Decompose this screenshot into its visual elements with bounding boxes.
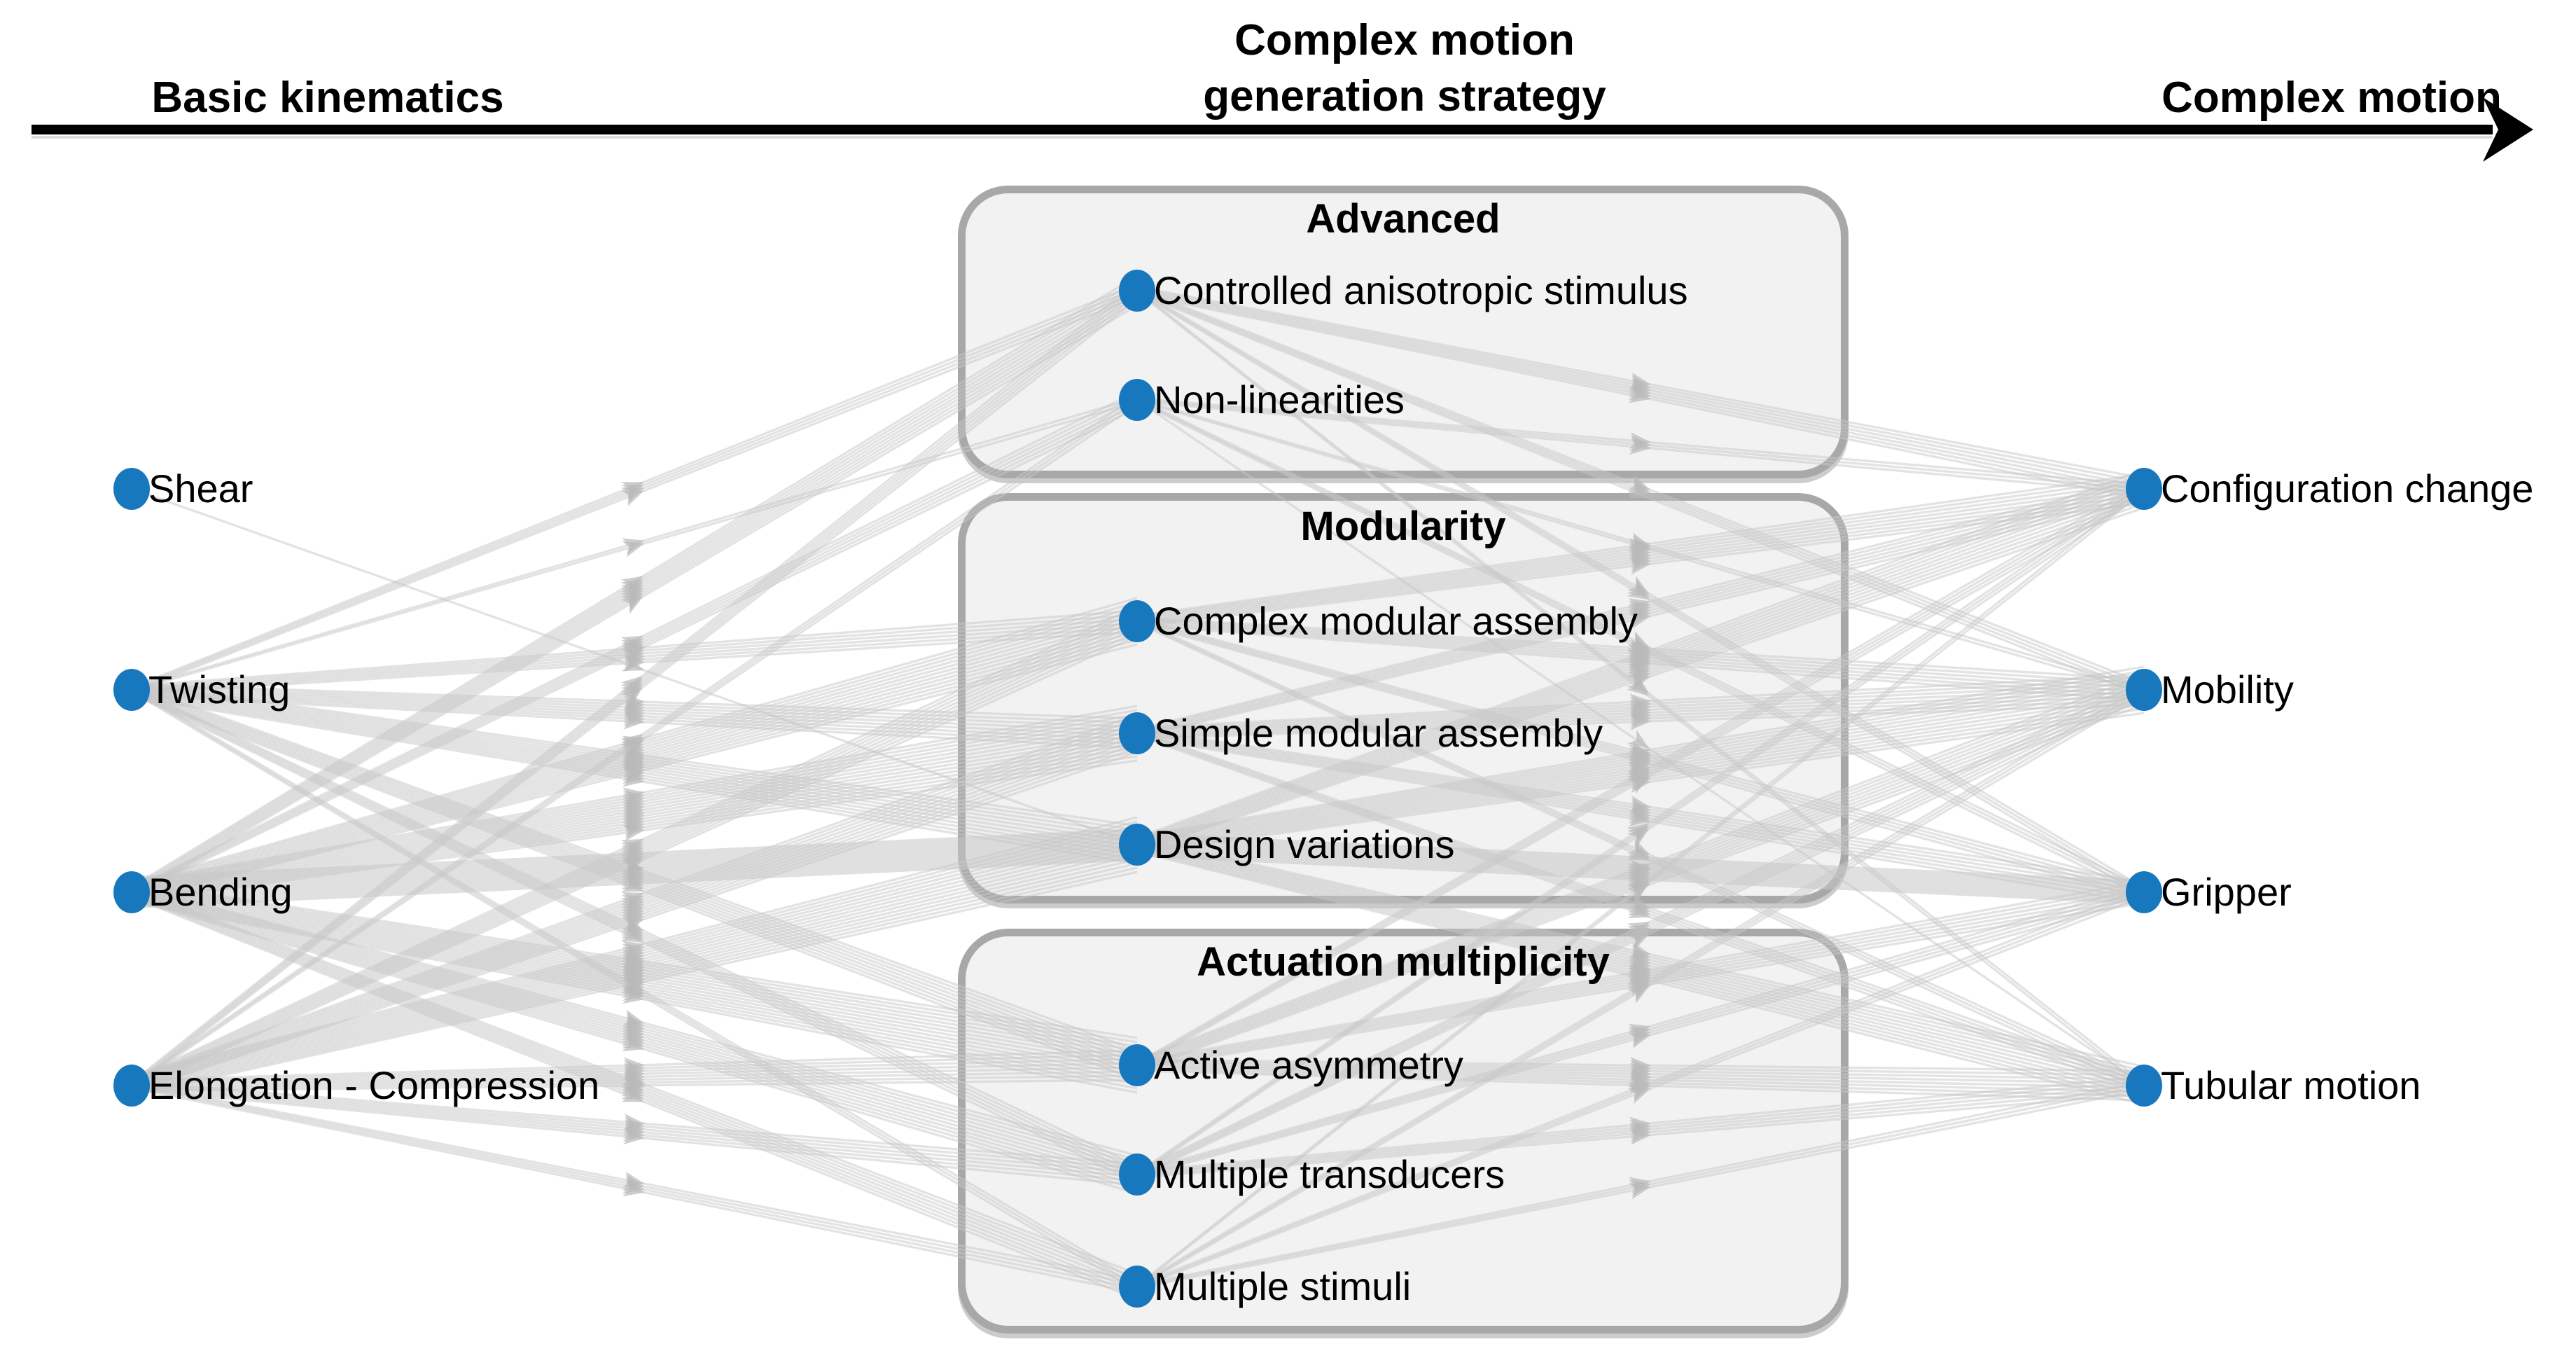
group-title-modularity: Modularity bbox=[1300, 504, 1506, 549]
node-dot-sma bbox=[1119, 712, 1155, 754]
node-dot-tubular bbox=[2126, 1065, 2162, 1107]
column-header-complex-motion: Complex motion bbox=[2161, 74, 2502, 122]
group-box-advanced bbox=[958, 186, 1849, 478]
column-header-basic-kinematics: Basic kinematics bbox=[151, 74, 504, 122]
node-dot-cas bbox=[1119, 270, 1155, 312]
timeline-arrow bbox=[32, 97, 2533, 162]
node-dot-dv bbox=[1119, 824, 1155, 866]
node-dot-bending bbox=[113, 871, 150, 913]
group-title-advanced: Advanced bbox=[1306, 196, 1501, 242]
column-header-strategy-line2: generation strategy bbox=[1203, 72, 1606, 120]
node-label-mobility: Mobility bbox=[2161, 667, 2294, 712]
node-label-twisting: Twisting bbox=[148, 667, 291, 712]
node-label-sma: Simple modular assembly bbox=[1154, 711, 1603, 755]
node-dot-elongation bbox=[113, 1065, 150, 1107]
node-dot-gripper bbox=[2126, 871, 2162, 913]
node-label-aa: Active asymmetry bbox=[1154, 1043, 1463, 1087]
node-dot-mt bbox=[1119, 1153, 1155, 1196]
node-label-ms: Multiple stimuli bbox=[1154, 1264, 1412, 1308]
arrowhead-icon bbox=[2483, 97, 2533, 162]
node-dot-config bbox=[2126, 468, 2162, 510]
column-header-strategy-line1: Complex motion bbox=[1234, 16, 1575, 64]
node-label-bending: Bending bbox=[148, 870, 293, 914]
node-label-gripper: Gripper bbox=[2161, 870, 2292, 914]
node-label-shear: Shear bbox=[148, 466, 253, 511]
column-header-strategy: Complex motion generation strategy bbox=[1203, 13, 1606, 125]
node-label-tubular: Tubular motion bbox=[2161, 1063, 2421, 1107]
node-label-mt: Multiple transducers bbox=[1154, 1152, 1505, 1196]
node-label-cma: Complex modular assembly bbox=[1154, 599, 1638, 643]
node-dot-cma bbox=[1119, 600, 1155, 642]
node-dot-shear bbox=[113, 468, 150, 510]
node-label-cas: Controlled anisotropic stimulus bbox=[1154, 268, 1688, 312]
group-title-actuation: Actuation multiplicity bbox=[1197, 939, 1610, 985]
node-dot-aa bbox=[1119, 1044, 1155, 1086]
node-label-dv: Design variations bbox=[1154, 822, 1455, 866]
node-label-elongation: Elongation - Compression bbox=[148, 1063, 600, 1107]
node-label-config: Configuration change bbox=[2161, 466, 2534, 511]
node-label-nonlin: Non-linearities bbox=[1154, 377, 1405, 422]
node-dot-ms bbox=[1119, 1266, 1155, 1308]
node-dot-twisting bbox=[113, 669, 150, 711]
node-dot-nonlin bbox=[1119, 379, 1155, 421]
node-dot-mobility bbox=[2126, 669, 2162, 711]
